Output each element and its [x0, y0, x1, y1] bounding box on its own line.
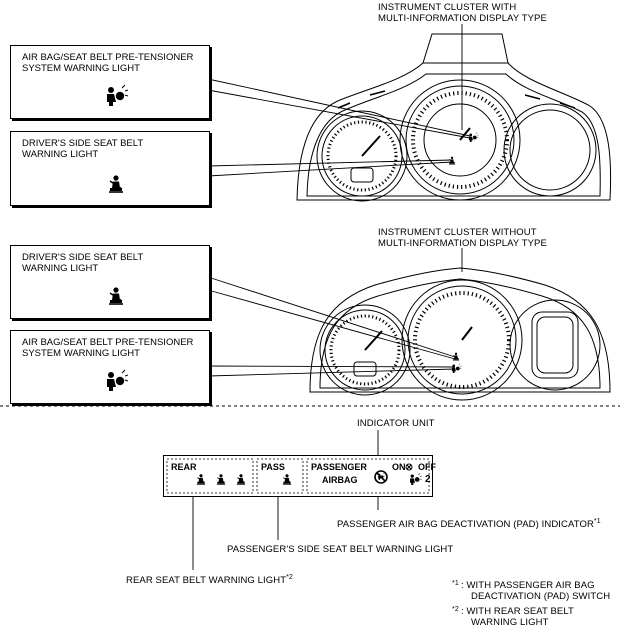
bottom-cluster-title-2: MULTI-INFORMATION DISPLAY TYPE: [378, 238, 547, 249]
pad-indicator-label: PASSENGER AIR BAG DEACTIVATION (PAD) IND…: [337, 516, 601, 530]
indicator-panel-right: [312, 455, 433, 497]
bottom-seatbelt-label-2: WARNING LIGHT: [22, 263, 99, 274]
indicator-unit-title: INDICATOR UNIT: [357, 418, 435, 429]
panel-off-label: OFF: [418, 462, 436, 472]
note1-mark: *1: [452, 580, 459, 587]
pad-indicator-text: PASSENGER AIR BAG DEACTIVATION (PAD) IND…: [337, 519, 594, 531]
seatbelt-icon: [108, 286, 124, 305]
panel-pass-label: PASS: [261, 462, 285, 472]
bottom-airbag-label-2: SYSTEM WARNING LIGHT: [22, 348, 140, 359]
top-airbag-label-2: SYSTEM WARNING LIGHT: [22, 63, 140, 74]
panel-off-number: 2: [425, 474, 431, 485]
top-airbag-label-1: AIR BAG/SEAT BELT PRE-TENSIONER: [22, 52, 194, 63]
note2-mark: *2: [452, 606, 459, 613]
indicator-panel-art: [166, 458, 430, 494]
top-cluster-title-2: MULTI-INFORMATION DISPLAY TYPE: [378, 13, 547, 24]
cluster-top: [296, 33, 612, 202]
pad-indicator-sup: *1: [593, 518, 601, 525]
note2-line2: WARNING LIGHT: [471, 617, 549, 628]
pass-seatbelt-label: PASSENGER'S SIDE SEAT BELT WARNING LIGHT: [227, 544, 454, 555]
top-cluster-title-1: INSTRUMENT CLUSTER WITH: [378, 2, 517, 13]
airbag-icon: [106, 369, 129, 392]
panel-passenger-label: PASSENGER: [311, 462, 367, 472]
indicator-panel: [163, 455, 315, 497]
panel-on-label: ON: [392, 462, 406, 472]
note1-line2: DEACTIVATION (PAD) SWITCH: [471, 591, 611, 602]
panel-airbag-label: AIRBAG: [322, 475, 358, 485]
note2-line1: : WITH REAR SEAT BELT: [461, 606, 574, 617]
bottom-seatbelt-label-1: DRIVER'S SIDE SEAT BELT: [22, 252, 144, 263]
panel-rear-label: REAR: [171, 462, 197, 472]
top-seatbelt-label-2: WARNING LIGHT: [22, 149, 99, 160]
bottom-airbag-label-1: AIR BAG/SEAT BELT PRE-TENSIONER: [22, 337, 194, 348]
rear-seatbelt-sup: *2: [286, 574, 293, 581]
leader-lines: [192, 24, 471, 570]
bottom-cluster-title-1: INSTRUMENT CLUSTER WITHOUT: [378, 227, 537, 238]
seatbelt-icon: [108, 174, 124, 193]
airbag-icon: [106, 84, 129, 107]
top-seatbelt-label-1: DRIVER'S SIDE SEAT BELT: [22, 138, 144, 149]
note1-line1: : WITH PASSENGER AIR BAG: [461, 580, 595, 591]
rear-seatbelt-text: REAR SEAT BELT WARNING LIGHT: [126, 575, 287, 587]
cluster-bottom: [309, 267, 611, 401]
rear-seatbelt-label: REAR SEAT BELT WARNING LIGHT*2: [126, 572, 293, 586]
